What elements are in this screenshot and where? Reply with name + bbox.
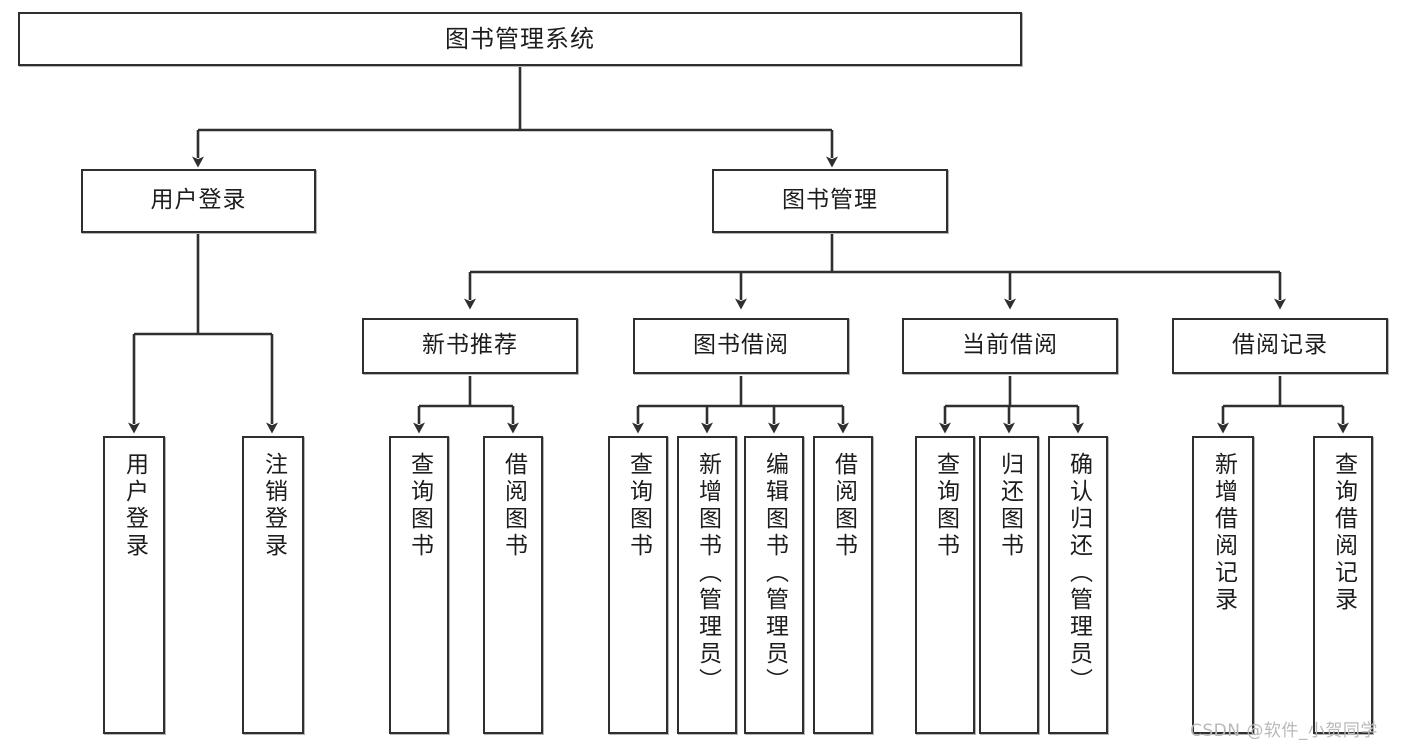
node-leaf-query-book-3[interactable]: 查询图书	[915, 436, 975, 734]
node-borrow-record[interactable]: 借阅记录	[1172, 318, 1388, 374]
node-label-leaf-logout-login: 注销登录	[260, 452, 287, 560]
node-leaf-confirm-return[interactable]: 确认归还（管理员）	[1048, 436, 1108, 734]
node-label-new-book-recommend: 新书推荐	[422, 332, 518, 359]
node-label-book-borrow: 图书借阅	[693, 332, 789, 359]
node-label-leaf-add-book-admin: 新增图书（管理员）	[694, 452, 721, 695]
node-label-borrow-record: 借阅记录	[1232, 332, 1328, 359]
node-label-leaf-query-book-3: 查询图书	[932, 452, 959, 560]
node-leaf-edit-book-admin[interactable]: 编辑图书（管理员）	[744, 436, 804, 734]
node-user-login[interactable]: 用户登录	[81, 169, 316, 233]
node-leaf-query-book-2[interactable]: 查询图书	[608, 436, 668, 734]
node-leaf-return-book[interactable]: 归还图书	[979, 436, 1039, 734]
node-leaf-borrow-book-1[interactable]: 借阅图书	[483, 436, 543, 734]
node-label-current-borrow: 当前借阅	[962, 332, 1058, 359]
node-label-leaf-return-book: 归还图书	[996, 452, 1023, 560]
node-leaf-query-book-1[interactable]: 查询图书	[389, 436, 449, 734]
node-book-borrow[interactable]: 图书借阅	[633, 318, 849, 374]
node-current-borrow[interactable]: 当前借阅	[902, 318, 1118, 374]
node-label-leaf-edit-book-admin: 编辑图书（管理员）	[761, 452, 788, 695]
node-label-user-login: 用户登录	[150, 187, 247, 214]
node-label-leaf-query-book-2: 查询图书	[625, 452, 652, 560]
node-label-leaf-query-book-1: 查询图书	[406, 452, 433, 560]
node-leaf-add-record[interactable]: 新增借阅记录	[1192, 436, 1254, 734]
node-leaf-user-login[interactable]: 用户登录	[103, 436, 165, 734]
node-leaf-add-book-admin[interactable]: 新增图书（管理员）	[677, 436, 737, 734]
node-label-leaf-borrow-book-1: 借阅图书	[500, 452, 527, 560]
node-label-leaf-confirm-return: 确认归还（管理员）	[1065, 452, 1092, 695]
node-book-manage[interactable]: 图书管理	[712, 169, 948, 233]
node-label-leaf-add-record: 新增借阅记录	[1210, 452, 1237, 614]
node-label-book-manage: 图书管理	[782, 187, 878, 214]
node-label-leaf-borrow-book-2: 借阅图书	[830, 452, 857, 560]
node-label-root: 图书管理系统	[445, 24, 595, 53]
node-new-book-recommend[interactable]: 新书推荐	[362, 318, 578, 374]
node-label-leaf-query-record: 查询借阅记录	[1330, 452, 1357, 614]
node-leaf-logout-login[interactable]: 注销登录	[242, 436, 304, 734]
node-label-leaf-user-login: 用户登录	[121, 452, 148, 560]
node-leaf-borrow-book-2[interactable]: 借阅图书	[813, 436, 873, 734]
node-leaf-query-record[interactable]: 查询借阅记录	[1313, 436, 1373, 734]
node-root-book-management-system[interactable]: 图书管理系统	[18, 12, 1022, 66]
